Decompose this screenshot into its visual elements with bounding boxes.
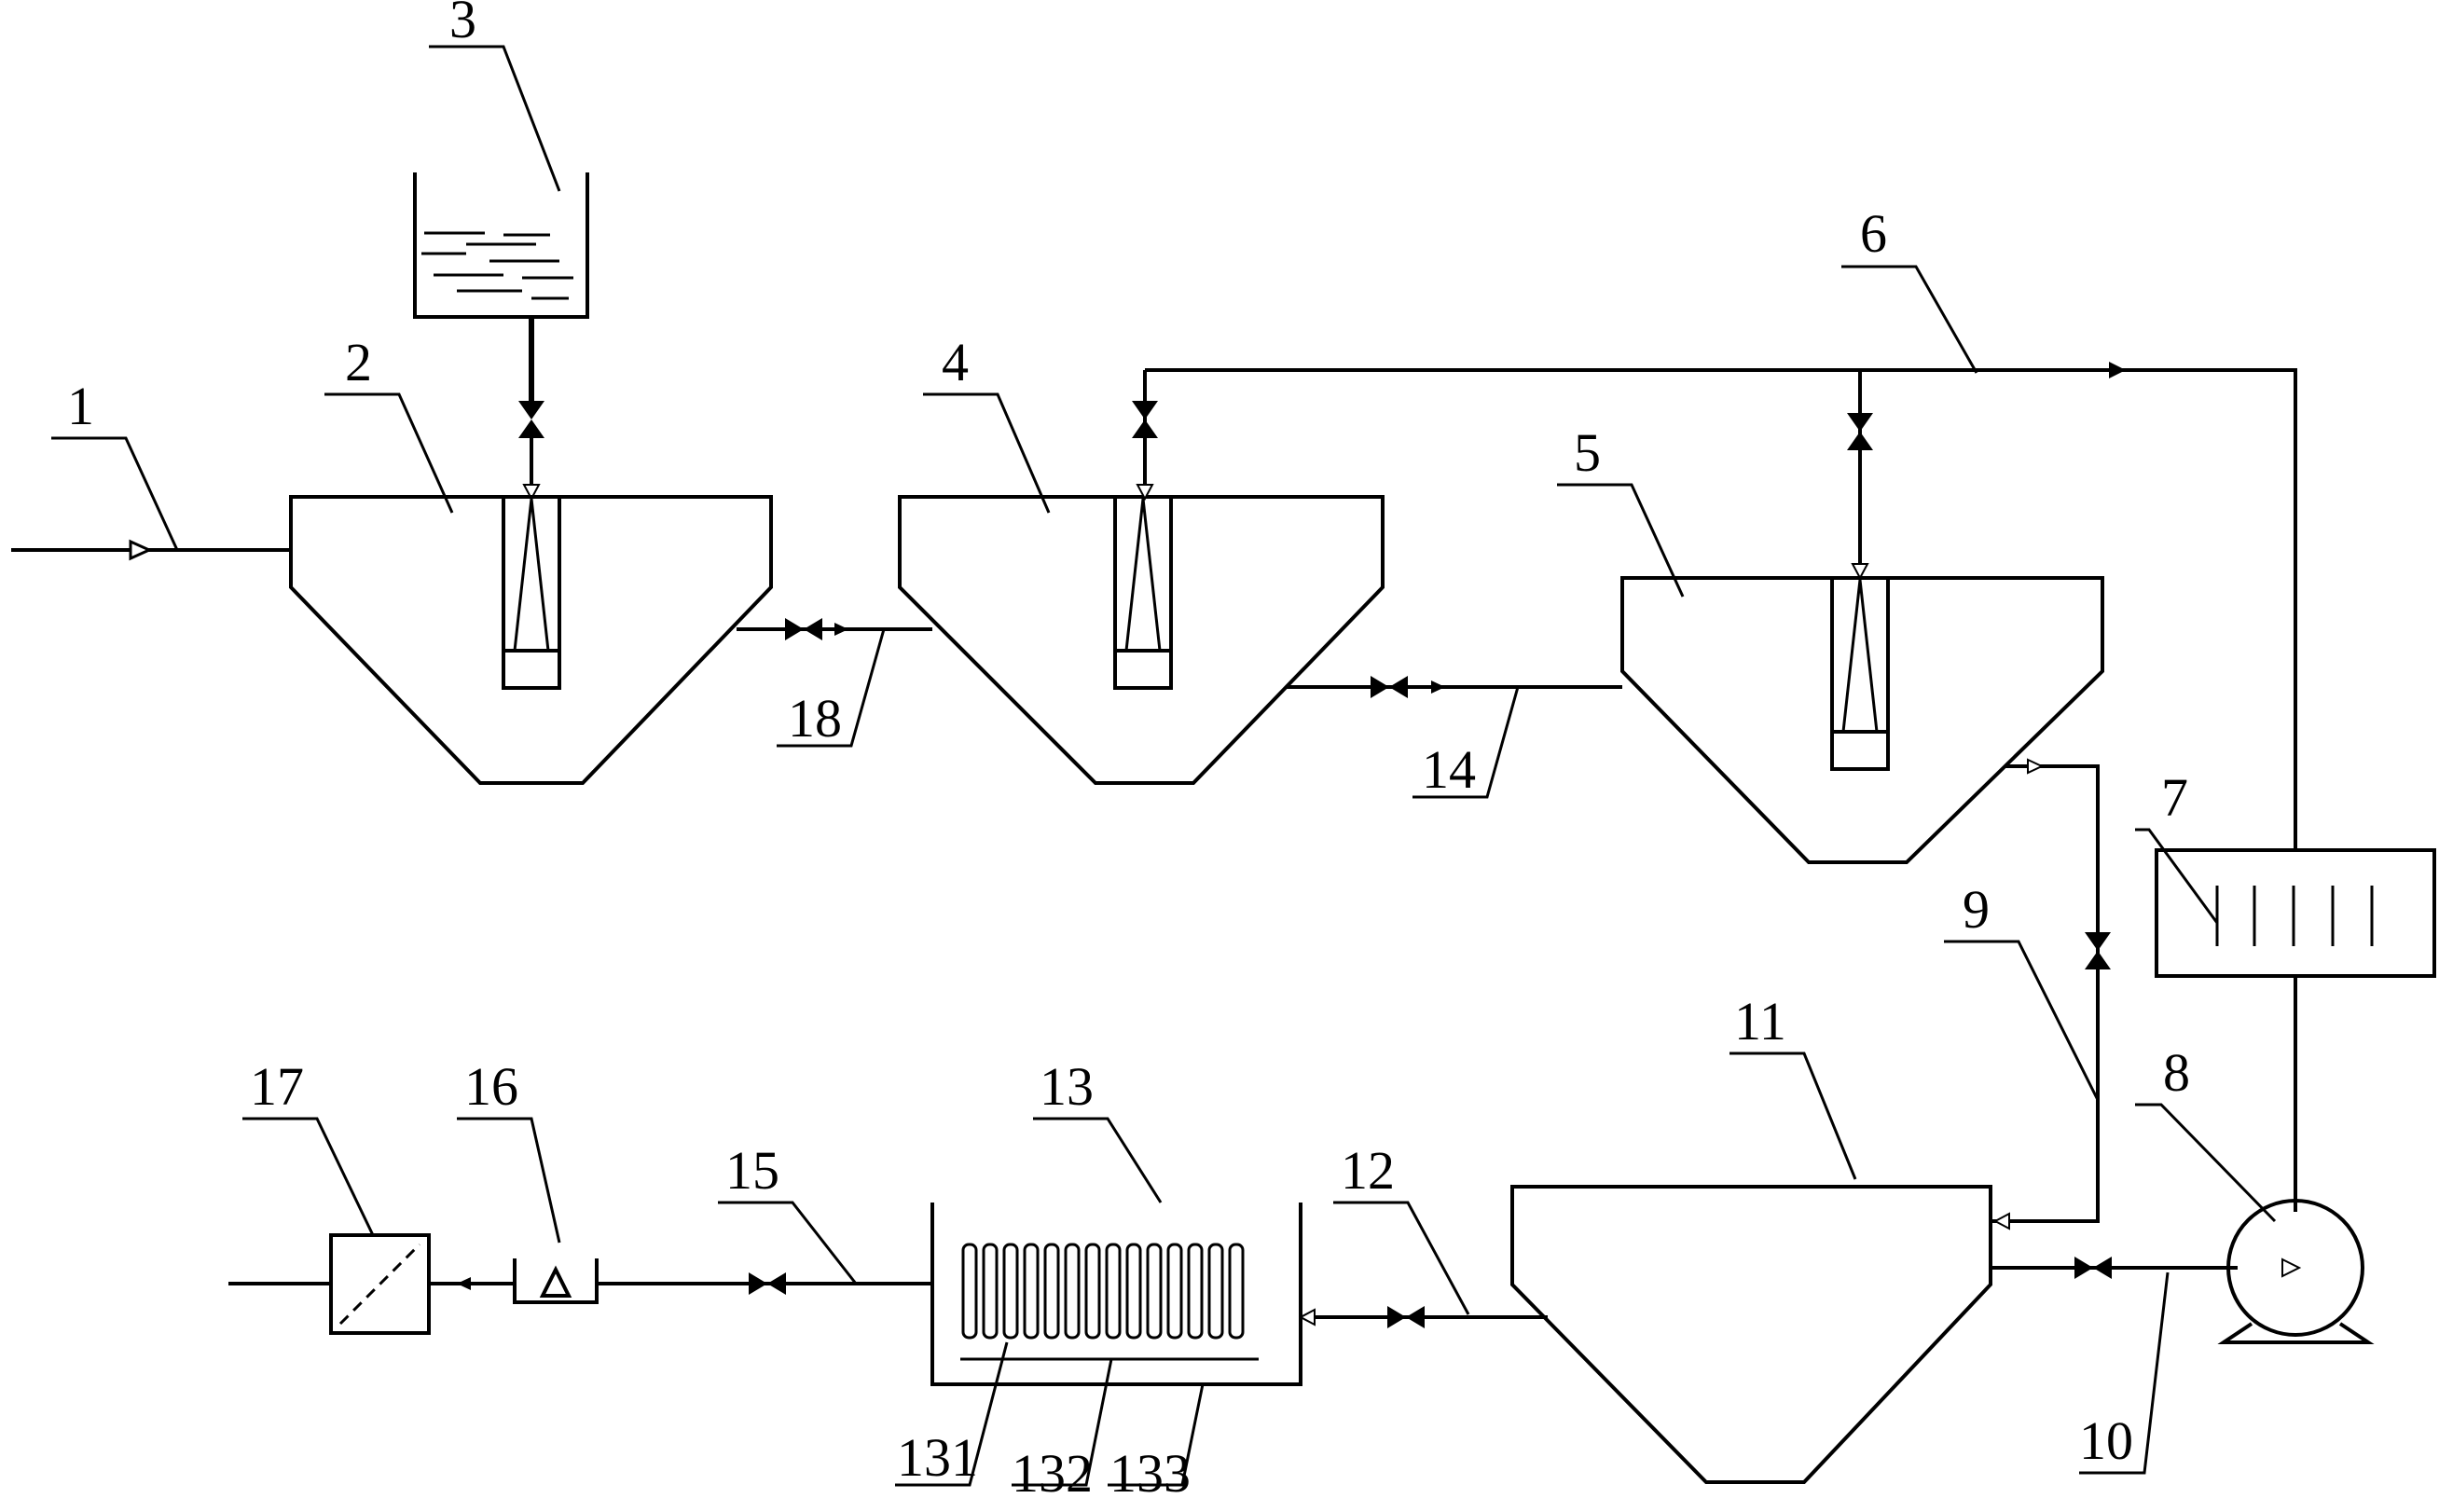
label-3: 3: [449, 0, 476, 49]
label-18: 18: [788, 688, 842, 749]
check-unit: [429, 1258, 599, 1304]
membrane-module: [1228, 1243, 1245, 1340]
filter-unit: [228, 1233, 431, 1335]
membrane-module: [1146, 1243, 1163, 1340]
reference-numerals: 1 2 3 4 5 6 7 8 9 10 11 12 13 14 15 16 1…: [67, 0, 2190, 1504]
membrane-module: [1064, 1243, 1081, 1340]
membrane-tank: [930, 1203, 1302, 1386]
outlet-line-15: [597, 1272, 932, 1295]
membrane-module: [1166, 1243, 1183, 1340]
membrane-module: [961, 1243, 978, 1340]
label-132: 132: [1012, 1443, 1093, 1504]
label-2: 2: [345, 332, 372, 392]
inlet-pipe: [11, 539, 291, 561]
pump-suction-line: [1991, 1257, 2238, 1279]
reaction-tank-2: [898, 370, 1385, 785]
membrane-module: [1187, 1243, 1204, 1340]
connecting-pipe-18: [737, 618, 932, 640]
membrane-module: [1105, 1243, 1122, 1340]
label-15: 15: [725, 1140, 779, 1201]
label-8: 8: [2163, 1042, 2190, 1103]
label-6: 6: [1860, 203, 1887, 264]
membrane-module: [982, 1243, 999, 1340]
circulation-pump: [2217, 1199, 2375, 1344]
membrane-module: [1043, 1243, 1060, 1340]
label-16: 16: [464, 1056, 518, 1117]
reaction-tank-1: [289, 495, 773, 785]
membrane-module: [1207, 1243, 1224, 1340]
membrane-module: [1084, 1243, 1101, 1340]
label-5: 5: [1574, 422, 1601, 483]
label-7: 7: [2161, 767, 2188, 828]
label-12: 12: [1341, 1140, 1395, 1201]
return-line: [1145, 362, 2297, 1212]
label-1: 1: [67, 376, 94, 436]
membrane-modules: [961, 1243, 1245, 1340]
label-9: 9: [1963, 879, 1990, 940]
settling-tank: [1510, 1185, 1992, 1484]
transfer-line-9: [1991, 758, 2111, 1230]
label-4: 4: [942, 332, 969, 392]
label-133: 133: [1109, 1443, 1191, 1504]
transfer-line-12: [1298, 1306, 1548, 1328]
electrode-unit: [2155, 848, 2436, 978]
connecting-pipe-14: [1287, 676, 1622, 698]
label-131: 131: [897, 1427, 978, 1488]
membrane-module: [1125, 1243, 1142, 1340]
dosing-tank: [413, 172, 589, 502]
label-14: 14: [1422, 739, 1476, 800]
leader-lines: [51, 45, 2277, 1487]
label-10: 10: [2079, 1410, 2133, 1471]
label-11: 11: [1734, 991, 1786, 1052]
membrane-module: [1023, 1243, 1040, 1340]
membrane-module: [1002, 1243, 1019, 1340]
label-13: 13: [1040, 1056, 1094, 1117]
label-17: 17: [250, 1056, 304, 1117]
reaction-tank-3: [1620, 370, 2104, 864]
